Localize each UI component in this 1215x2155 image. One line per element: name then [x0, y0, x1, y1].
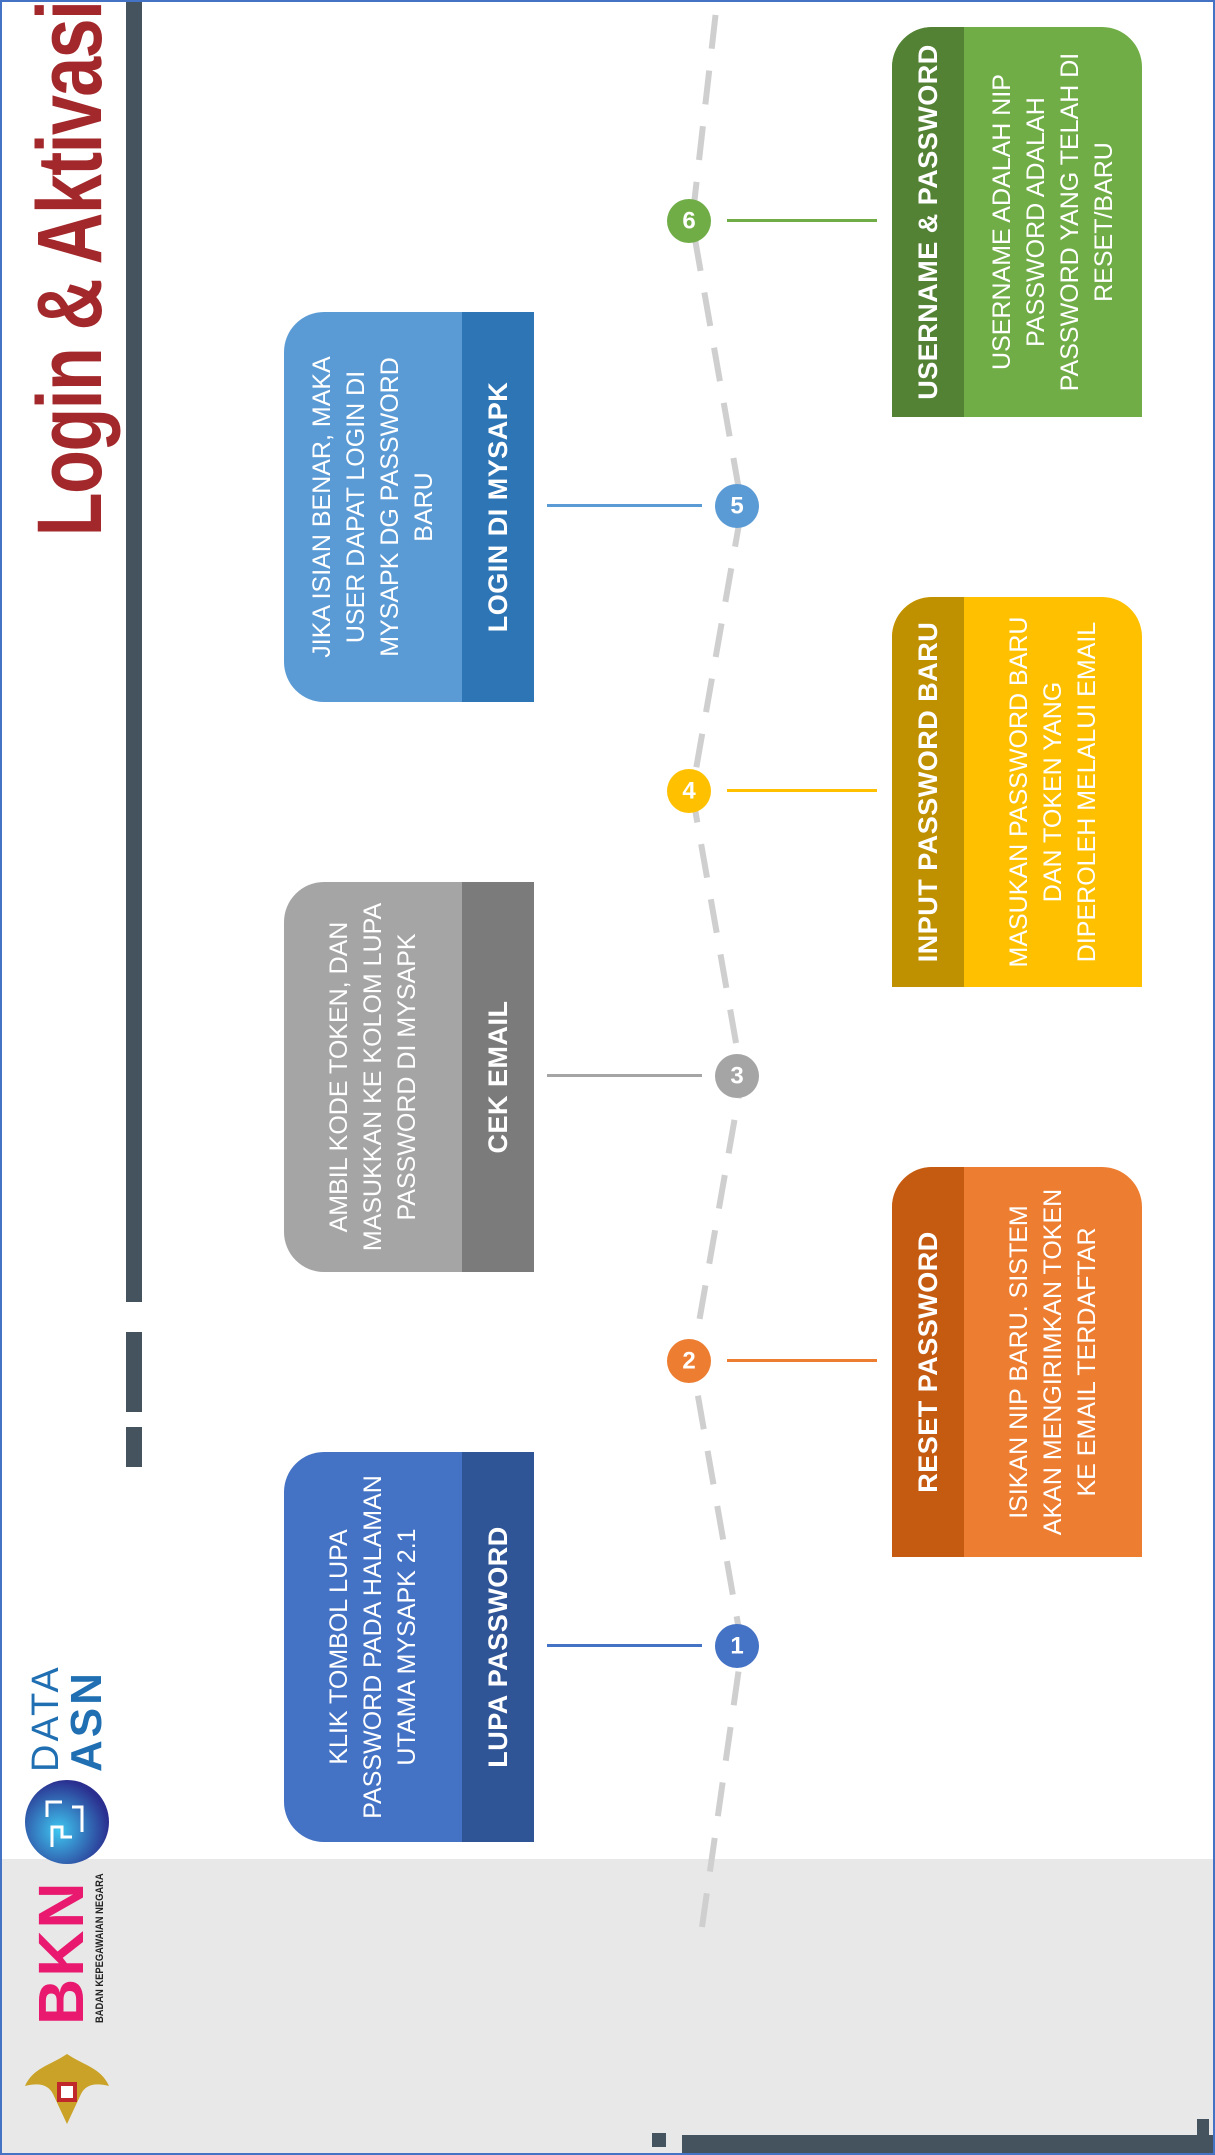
step-6-connector: [727, 219, 877, 222]
step-6-number: 6: [682, 207, 696, 235]
step-3-text: AMBIL KODE TOKEN, DAN MASUKKAN KE KOLOM …: [325, 902, 421, 1252]
step-6-text: USERNAME ADALAH NIP PASSWORD ADALAH PASS…: [988, 52, 1118, 392]
step-1-text: KLIK TOMBOL LUPA PASSWORD PADA HALAMAN U…: [325, 1475, 421, 1819]
step-5-heading: LOGIN DI MYSAPK: [462, 312, 534, 702]
step-1-number: 1: [730, 1632, 744, 1660]
step-3-connector: [547, 1074, 702, 1077]
step-3-number-badge: 3: [715, 1054, 759, 1098]
step-3-card: AMBIL KODE TOKEN, DAN MASUKKAN KE KOLOM …: [284, 882, 534, 1272]
step-4-text: MASUKAN PASSWORD BARU DAN TOKEN YANG DIP…: [1005, 616, 1101, 968]
step-5-text: JIKA ISIAN BENAR, MAKA USER DAPAT LOGIN …: [308, 356, 438, 658]
step-1-heading: LUPA PASSWORD: [462, 1452, 534, 1842]
step-4-number-badge: 4: [667, 769, 711, 813]
step-2-card: RESET PASSWORD ISIKAN NIP BARU. SISTEM A…: [892, 1167, 1142, 1557]
step-3-number: 3: [730, 1062, 744, 1090]
step-5-number: 5: [730, 492, 744, 520]
step-4-card: INPUT PASSWORD BARU MASUKAN PASSWORD BAR…: [892, 597, 1142, 987]
step-6-heading: USERNAME & PASSWORD: [892, 27, 964, 417]
step-1-card: KLIK TOMBOL LUPA PASSWORD PADA HALAMAN U…: [284, 1452, 534, 1842]
header-band: [2, 1859, 1213, 2153]
garuda-emblem: [24, 2041, 110, 2137]
step-1-number-badge: 1: [715, 1624, 759, 1668]
step-4-number: 4: [682, 777, 696, 805]
step-6-number-badge: 6: [667, 199, 711, 243]
step-2-heading: RESET PASSWORD: [892, 1167, 964, 1557]
step-3-heading: CEK EMAIL: [462, 882, 534, 1272]
step-4-connector: [727, 789, 877, 792]
step-5-connector: [547, 504, 702, 507]
step-4-heading: INPUT PASSWORD BARU: [892, 597, 964, 987]
step-2-text: ISIKAN NIP BARU. SISTEM AKAN MENGIRIMKAN…: [1005, 1188, 1101, 1536]
step-2-number-badge: 2: [667, 1339, 711, 1383]
step-2-connector: [727, 1359, 877, 1362]
step-6-card: USERNAME & PASSWORD USERNAME ADALAH NIP …: [892, 27, 1142, 417]
step-5-card: JIKA ISIAN BENAR, MAKA USER DAPAT LOGIN …: [284, 312, 534, 702]
step-5-number-badge: 5: [715, 484, 759, 528]
step-2-number: 2: [682, 1347, 696, 1375]
step-1-connector: [547, 1644, 702, 1647]
data-asn-globe-icon: [22, 1777, 112, 1867]
